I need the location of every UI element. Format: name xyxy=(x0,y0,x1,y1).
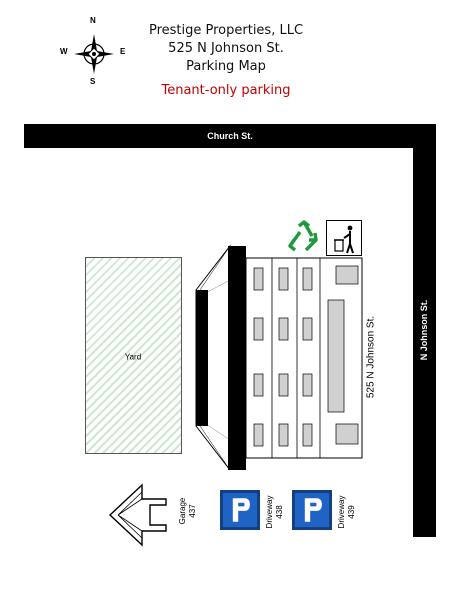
parking-sign-icon xyxy=(220,490,260,530)
garage-437-label: Garage 437 xyxy=(178,498,198,525)
property-address: 525 N Johnson St. xyxy=(168,41,284,56)
parking-name: Driveway xyxy=(265,495,274,529)
parking-sign-icon xyxy=(292,490,332,530)
parking-name: Garage xyxy=(178,497,187,525)
church-street: Church St. xyxy=(24,124,436,148)
recycle-icon xyxy=(288,220,318,252)
driveway-438-label: Driveway 438 xyxy=(265,496,285,529)
compass-e: E xyxy=(120,47,126,56)
trash-icon xyxy=(326,220,362,256)
johnson-street xyxy=(413,124,436,537)
compass-w: W xyxy=(60,47,68,56)
building-address-label: 525 N Johnson St. xyxy=(365,315,377,399)
parking-number: 439 xyxy=(347,505,356,519)
building-front-wall xyxy=(228,246,246,470)
parking-number: 437 xyxy=(188,504,197,518)
building xyxy=(195,244,363,470)
yard-label: Yard xyxy=(124,352,142,362)
arrow-icon xyxy=(108,483,167,547)
driveway-439-label: Driveway 439 xyxy=(337,496,357,529)
compass-s: S xyxy=(90,77,96,86)
johnson-street-label: N Johnson St. xyxy=(419,299,429,361)
building-side-wall xyxy=(196,290,208,426)
compass-rose-icon xyxy=(74,34,114,74)
company-name: Prestige Properties, LLC xyxy=(148,23,304,38)
compass-n: N xyxy=(90,16,96,25)
parking-number: 438 xyxy=(275,505,284,519)
yard-area xyxy=(85,257,182,454)
map-subtitle: Parking Map xyxy=(186,59,266,74)
tenant-notice: Tenant-only parking xyxy=(161,83,291,98)
parking-name: Driveway xyxy=(337,495,346,529)
